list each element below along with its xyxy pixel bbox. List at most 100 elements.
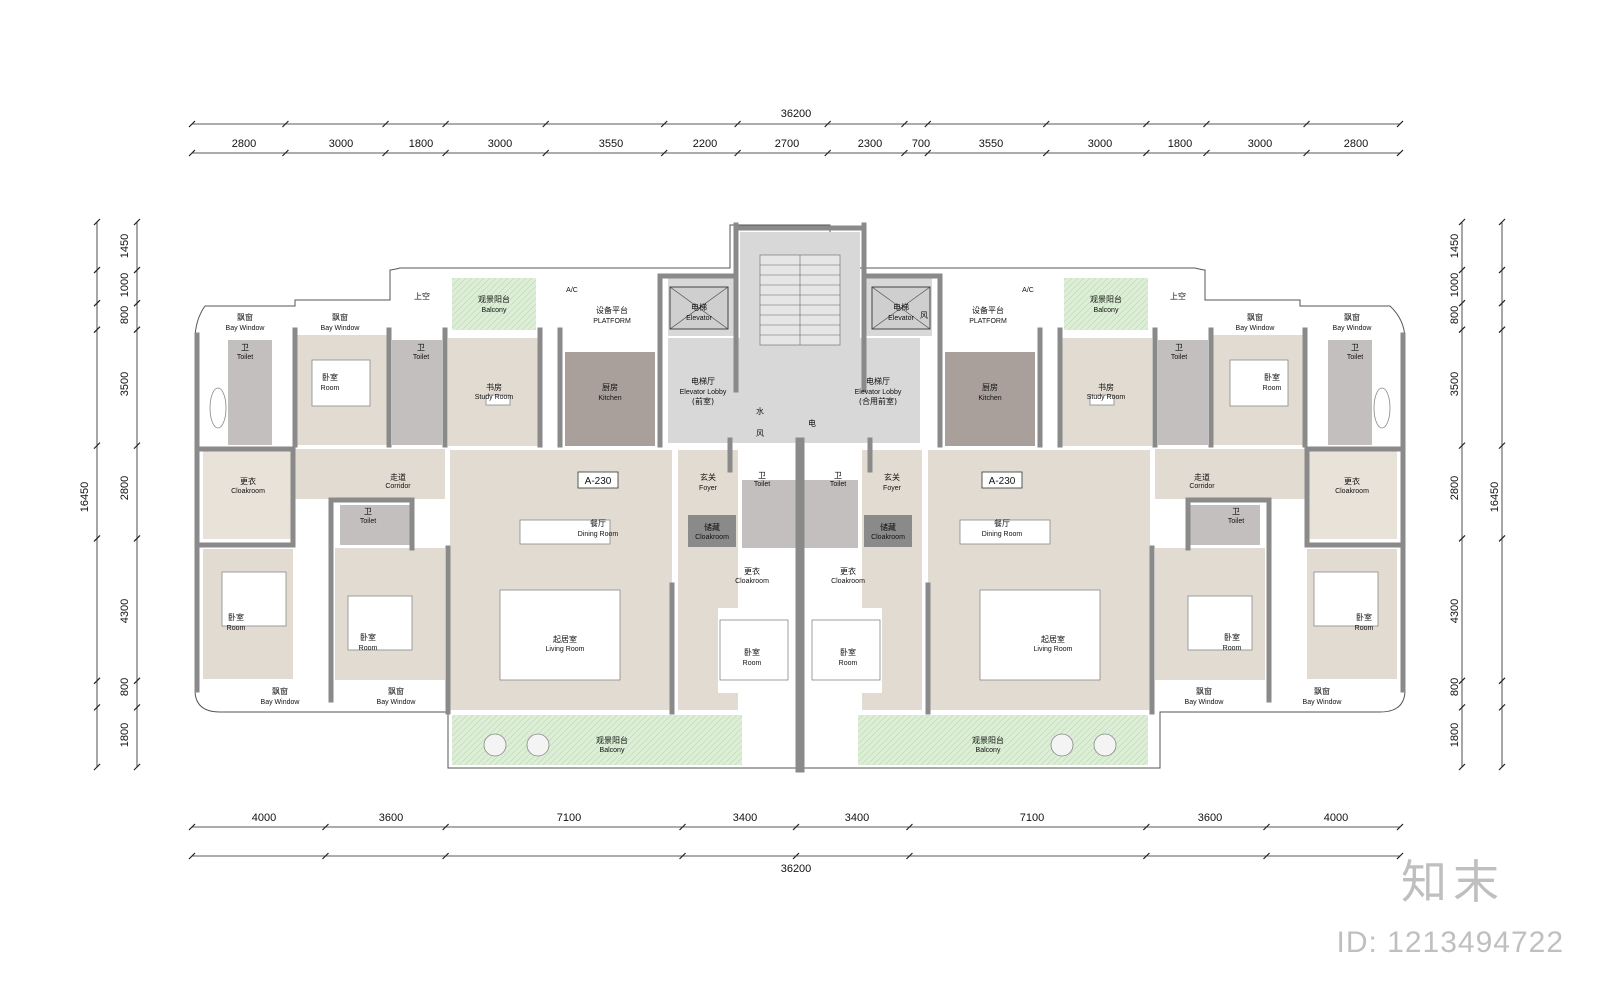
top-dim-12: 1800 xyxy=(1168,138,1192,150)
top-dim-3: 1800 xyxy=(409,138,433,150)
dimension-tick xyxy=(1042,149,1050,157)
top-dim-7: 2700 xyxy=(775,138,799,150)
dimension-tick xyxy=(1458,266,1466,274)
label-bay-window-en: Bay Window xyxy=(1185,699,1225,706)
dimension-tick xyxy=(1458,763,1466,771)
label-toilet-en: Toilet xyxy=(237,354,253,361)
label-living-en: Living Room xyxy=(546,646,585,653)
label-shaft-elec: 电 xyxy=(808,418,816,428)
right-dim-6: 4300 xyxy=(1449,599,1461,623)
dimension-tick xyxy=(1498,703,1506,711)
stair xyxy=(759,254,841,346)
furniture xyxy=(209,359,1391,757)
top-dim-5: 3550 xyxy=(599,138,623,150)
image-id: ID: 1213494722 xyxy=(1336,926,1564,959)
label-toilet-cn: 卫 xyxy=(758,471,766,480)
label-dining-cn: 餐厅 xyxy=(994,519,1010,528)
dimension-tick xyxy=(282,120,289,128)
top-dim-1: 2800 xyxy=(232,138,256,150)
bottom-dim-2: 3600 xyxy=(379,812,403,824)
label-shaft-air: 风 xyxy=(756,429,764,438)
label-bay-window-en: Bay Window xyxy=(1333,325,1373,332)
bed-right-3 xyxy=(1187,595,1253,651)
dimension-tick xyxy=(1458,218,1466,226)
label-toilet-cn: 卫 xyxy=(1232,507,1240,516)
top-dim-8: 2300 xyxy=(858,138,882,150)
left-dim-8: 1800 xyxy=(119,723,131,747)
label-balcony-cn: 观景阳台 xyxy=(1090,294,1122,304)
dimension-tick xyxy=(1396,120,1404,128)
label-balcony-en: Balcony xyxy=(482,307,507,314)
label-elevator-cn: 电梯 xyxy=(691,302,707,312)
dimension-tick xyxy=(442,120,450,128)
label-storage-cn: 储藏 xyxy=(704,522,720,532)
label-void: 上空 xyxy=(414,291,430,301)
dimension-tick xyxy=(188,120,196,128)
dimension-tick xyxy=(93,442,101,450)
top-dim-13: 3000 xyxy=(1248,138,1272,150)
dimension-tick xyxy=(133,299,141,307)
right-dim-1: 1450 xyxy=(1449,234,1461,258)
dimension-tick xyxy=(1303,149,1310,157)
label-bedroom-en: Room xyxy=(1263,385,1282,392)
label-elevator-cn: 电梯 xyxy=(893,302,909,312)
dimension-tick xyxy=(1303,120,1310,128)
label-cloakroom-en: Cloakroom xyxy=(831,578,865,585)
bathtub-right xyxy=(1373,387,1391,429)
dimension-tick xyxy=(442,149,450,157)
dimension-tick xyxy=(542,120,550,128)
dimension-tick xyxy=(93,703,101,711)
label-living-en: Living Room xyxy=(1034,646,1073,653)
bottom-dim-5: 3400 xyxy=(845,812,869,824)
dimension-tick xyxy=(93,299,101,307)
label-lobby-en: Elevator Lobby xyxy=(680,389,727,396)
label-bedroom-en: Room xyxy=(743,660,762,667)
label-cloakroom-en: Cloakroom xyxy=(231,488,265,495)
label-cloakroom-en: Cloakroom xyxy=(1335,488,1369,495)
dimension-tick xyxy=(924,149,932,157)
bed-center-right xyxy=(811,619,881,681)
label-storage-en: Cloakroom xyxy=(871,534,905,541)
label-corridor-cn: 走道 xyxy=(390,472,406,482)
dimension-tick xyxy=(133,677,141,685)
label-ac: A/C xyxy=(1022,287,1034,294)
label-balcony-cn: 观景阳台 xyxy=(596,735,628,745)
label-toilet-en: Toilet xyxy=(413,354,429,361)
dimension-tick xyxy=(322,823,329,831)
dimension-tick xyxy=(1263,852,1270,860)
label-toilet-en: Toilet xyxy=(1347,354,1363,361)
label-bedroom-cn: 卧室 xyxy=(1356,612,1372,622)
label-bedroom-cn: 卧室 xyxy=(1224,632,1240,642)
label-bedroom-cn: 卧室 xyxy=(322,372,338,382)
dimension-tick xyxy=(1203,120,1210,128)
label-elevator-en: Elevator xyxy=(686,315,712,322)
bed-right-1 xyxy=(1229,359,1289,407)
label-bay-window-cn: 飘窗 xyxy=(272,686,288,696)
elevators xyxy=(669,286,931,330)
right-dimension-chain: 16450 1450 1000 800 3500 2800 4300 800 1… xyxy=(1449,218,1506,771)
dimension-tick xyxy=(1498,534,1506,542)
right-dim-8: 1800 xyxy=(1449,723,1461,747)
label-lobby-note: (合用前室) xyxy=(859,396,897,406)
dimension-tick xyxy=(133,763,141,771)
left-dim-2: 1000 xyxy=(119,273,131,297)
brand-logo: 知末 xyxy=(1401,855,1505,909)
dimension-tick xyxy=(679,852,686,860)
top-dim-14: 2800 xyxy=(1344,138,1368,150)
dimension-tick xyxy=(1458,299,1466,307)
dimension-tick xyxy=(734,120,742,128)
label-platform-cn: 设备平台 xyxy=(596,305,628,315)
dimension-tick xyxy=(1142,120,1150,128)
label-dining-en: Dining Room xyxy=(578,531,619,538)
dimension-tick xyxy=(133,266,141,274)
bottom-dim-8: 4000 xyxy=(1324,812,1348,824)
dimension-tick xyxy=(1142,823,1150,831)
label-study-cn: 书房 xyxy=(1098,382,1114,392)
label-toilet-en: Toilet xyxy=(754,481,770,488)
dimension-tick xyxy=(542,149,550,157)
label-cloakroom-en: Cloakroom xyxy=(735,578,769,585)
dimension-tick xyxy=(1263,823,1270,831)
top-dim-10: 3550 xyxy=(979,138,1003,150)
right-dim-2: 1000 xyxy=(1449,273,1461,297)
bottom-dim-3: 7100 xyxy=(557,812,581,824)
